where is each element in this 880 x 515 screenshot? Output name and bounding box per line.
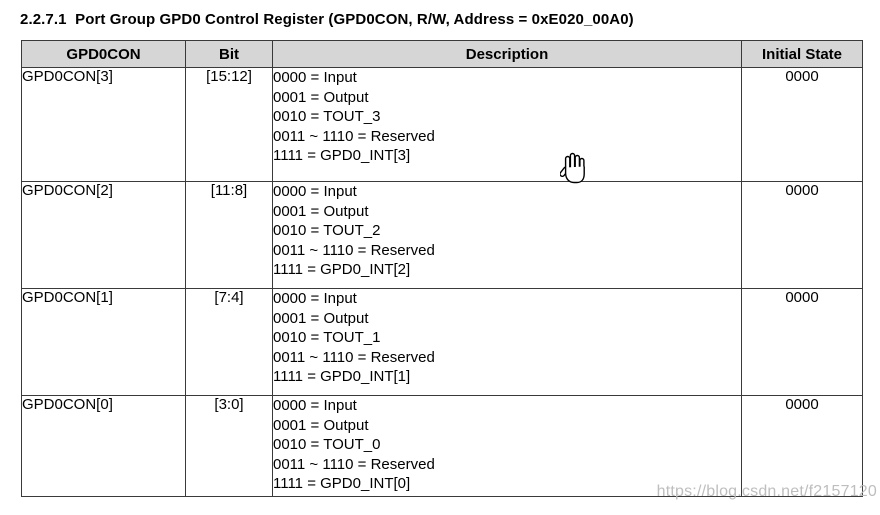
description-line: 0010 = TOUT_3 (273, 108, 381, 125)
description-line: 0000 = Input (273, 290, 357, 307)
description-line: 0011 ~ 1110 = Reserved (273, 241, 435, 259)
bit-range: [15:12] (185, 67, 273, 182)
register-field-name: GPD0CON[1] (21, 288, 186, 396)
bit-range: [7:4] (185, 288, 273, 396)
initial-state-value: 0000 (741, 181, 863, 289)
table-row: GPD0CON[3] [15:12] 0000 = Input 0001 = O… (21, 67, 863, 182)
initial-state-value: 0000 (741, 67, 863, 182)
description-line: 0001 = Output (273, 416, 369, 434)
table-row: GPD0CON[2] [11:8] 0000 = Input 0001 = Ou… (21, 181, 863, 289)
description-line: 0010 = TOUT_0 (273, 436, 381, 453)
description-line: 0000 = Input (273, 397, 357, 414)
description-line: 0010 = TOUT_1 (273, 329, 381, 346)
initial-state-value: 0000 (741, 395, 863, 497)
bit-range: [3:0] (185, 395, 273, 497)
description-line: 0001 = Output (273, 202, 369, 220)
description-line: 1111 = GPD0_INT[0] (273, 475, 411, 492)
col-header-initial-state: Initial State (741, 40, 863, 68)
description-line: 0000 = Input (273, 69, 357, 86)
description-cell: 0000 = Input 0001 = Output 0010 = TOUT_2… (272, 181, 742, 289)
register-table: GPD0CON Bit Description Initial State GP… (21, 40, 863, 497)
watermark-url: https://blog.csdn.net/f2157120 (656, 483, 877, 500)
section-title: 2.2.7.1 Port Group GPD0 Control Register… (20, 11, 634, 28)
table-header-row: GPD0CON Bit Description Initial State (21, 40, 863, 68)
description-line: 0001 = Output (273, 88, 369, 106)
register-field-name: GPD0CON[3] (21, 67, 186, 182)
col-header-gpd0con: GPD0CON (21, 40, 186, 68)
description-cell: 0000 = Input 0001 = Output 0010 = TOUT_1… (272, 288, 742, 396)
table-row: GPD0CON[0] [3:0] 0000 = Input 0001 = Out… (21, 395, 863, 497)
initial-state-value: 0000 (741, 288, 863, 396)
register-field-name: GPD0CON[2] (21, 181, 186, 289)
description-line: 1111 = GPD0_INT[1] (273, 368, 411, 385)
description-line: 0001 = Output (273, 309, 369, 327)
table-row: GPD0CON[1] [7:4] 0000 = Input 0001 = Out… (21, 288, 863, 396)
description-line: 0011 ~ 1110 = Reserved (273, 348, 435, 366)
register-field-name: GPD0CON[0] (21, 395, 186, 497)
description-line: 1111 = GPD0_INT[2] (273, 261, 411, 278)
hand-cursor-icon (560, 152, 585, 184)
col-header-bit: Bit (185, 40, 273, 68)
col-header-description: Description (272, 40, 742, 68)
description-line: 0000 = Input (273, 183, 357, 200)
bit-range: [11:8] (185, 181, 273, 289)
description-line: 0010 = TOUT_2 (273, 222, 381, 239)
description-line: 0011 ~ 1110 = Reserved (273, 127, 435, 145)
description-cell: 0000 = Input 0001 = Output 0010 = TOUT_3… (272, 67, 742, 182)
description-line: 0011 ~ 1110 = Reserved (273, 455, 435, 473)
description-cell: 0000 = Input 0001 = Output 0010 = TOUT_0… (272, 395, 742, 497)
description-line: 1111 = GPD0_INT[3] (273, 147, 411, 164)
